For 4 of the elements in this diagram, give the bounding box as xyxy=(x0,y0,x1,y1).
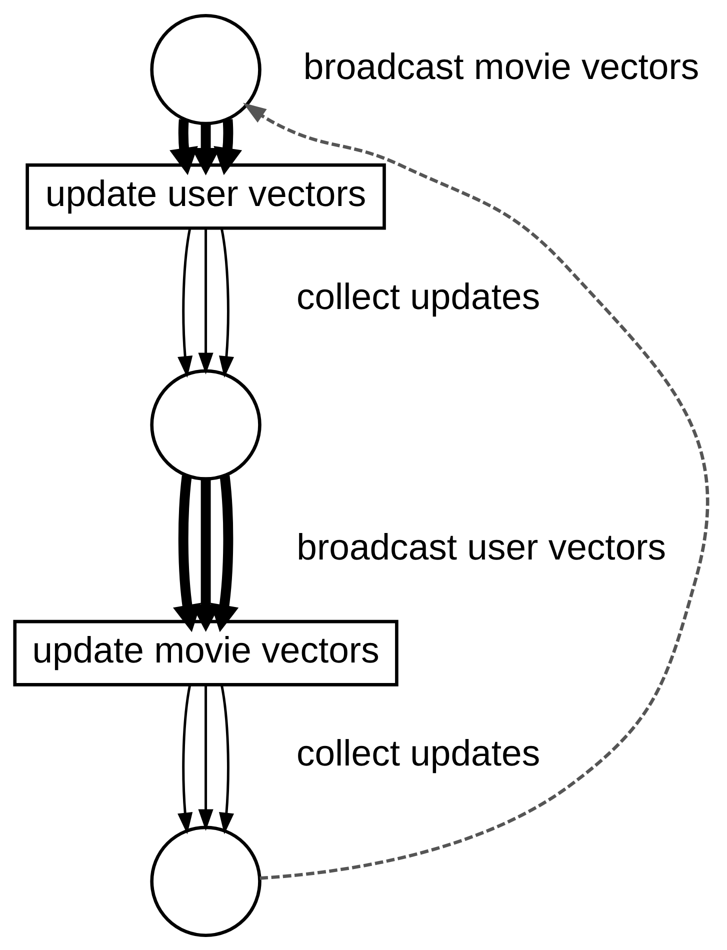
label: broadcast user vectors xyxy=(296,526,666,568)
label: collect updates xyxy=(296,275,540,316)
label: collect updates xyxy=(296,732,540,773)
label: broadcast movie vectors xyxy=(303,45,700,86)
